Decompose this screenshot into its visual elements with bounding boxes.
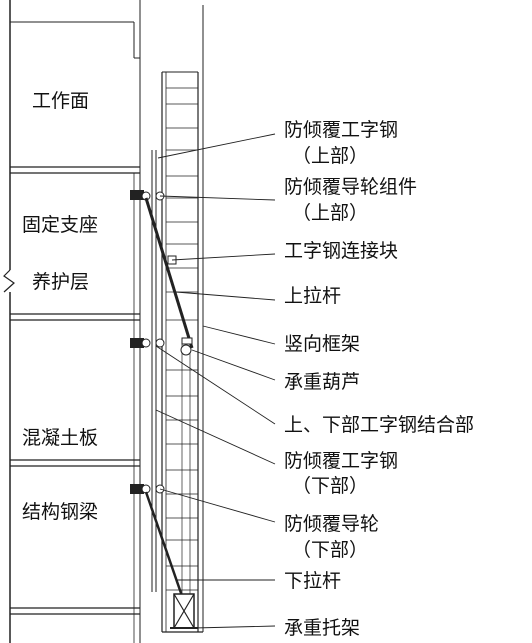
leader-lines	[155, 133, 276, 629]
callout-vertical-frame: 竖向框架	[284, 333, 360, 355]
callout-anti-overturn-ibeam-upper: 防倾覆工字钢	[284, 119, 398, 141]
load-bearing-hoist	[180, 337, 193, 356]
load-bearing-bracket	[170, 593, 198, 629]
fixed-support-middle	[130, 338, 165, 348]
vertical-frame	[161, 5, 204, 633]
callout-guide-wheel-lower: 防倾覆导轮	[284, 513, 379, 535]
callout-load-bearing-hoist: 承重葫芦	[284, 371, 360, 393]
callout-lower-tie-rod: 下拉杆	[284, 570, 341, 592]
building-structure	[3, 0, 141, 643]
label-concrete-slab: 混凝土板	[22, 427, 98, 449]
label-curing-layer: 养护层	[32, 271, 89, 293]
callout-anti-overturn-ibeam-upper-sub: （上部）	[292, 145, 368, 167]
callout-upper-tie-rod: 上拉杆	[284, 285, 341, 307]
callout-guide-wheel-assembly-upper: 防倾覆导轮组件	[284, 176, 417, 198]
anti-overturn-ibeam-upper	[151, 150, 157, 340]
upper-tie-rod	[144, 197, 194, 349]
lower-tie-rod	[144, 491, 184, 597]
label-fixed-support: 固定支座	[22, 214, 98, 236]
label-steel-beam: 结构钢梁	[22, 501, 98, 523]
callout-guide-wheel-assembly-upper-sub: （上部）	[292, 202, 368, 224]
callout-ibeam-joint: 上、下部工字钢结合部	[284, 414, 474, 436]
callout-anti-overturn-ibeam-lower-sub: （下部）	[292, 475, 368, 497]
callout-guide-wheel-lower-sub: （下部）	[292, 539, 368, 561]
anti-overturn-ibeam-lower	[151, 340, 157, 592]
callout-anti-overturn-ibeam-lower: 防倾覆工字钢	[284, 450, 398, 472]
label-work-face: 工作面	[32, 90, 89, 112]
callout-load-bearing-bracket: 承重托架	[284, 617, 360, 639]
callout-ibeam-connection-block: 工字钢连接块	[284, 240, 398, 262]
